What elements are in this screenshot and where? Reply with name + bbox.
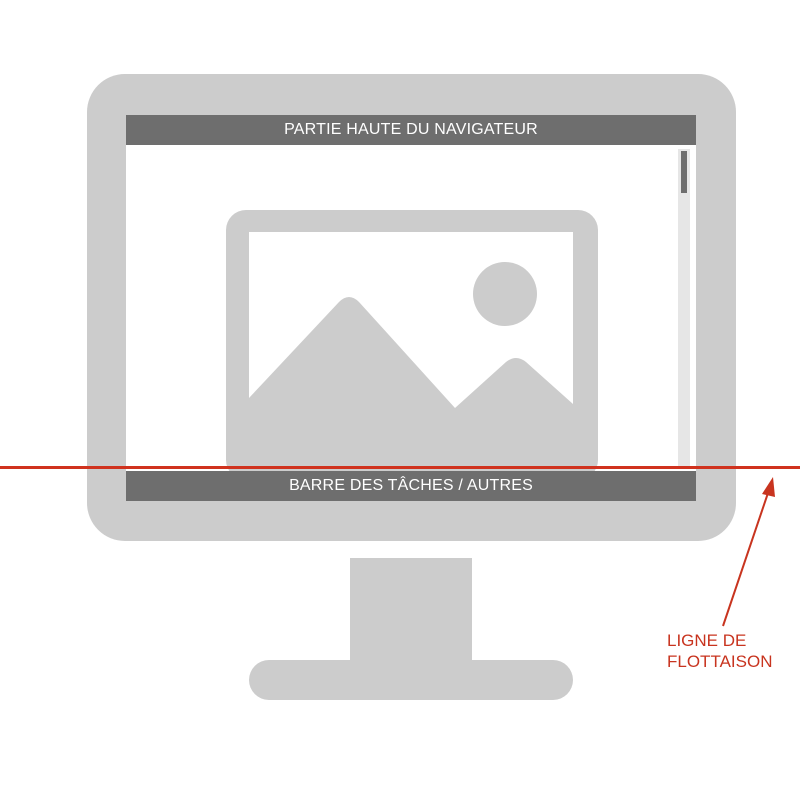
browser-top-bar-label: PARTIE HAUTE DU NAVIGATEUR [284, 121, 538, 138]
monitor-neck [350, 558, 472, 668]
neck-curve-right [472, 620, 512, 660]
taskbar-label: BARRE DES TÂCHES / AUTRES [289, 477, 533, 494]
browser-top-bar: PARTIE HAUTE DU NAVIGATEUR [126, 115, 696, 145]
mountains-shape [249, 297, 573, 480]
browser-screen: PARTIE HAUTE DU NAVIGATEUR BARRE DES TÂC… [126, 115, 696, 501]
scrollbar-thumb[interactable] [681, 151, 687, 193]
scrollbar-track[interactable] [678, 149, 690, 467]
arrow-head [762, 477, 775, 497]
monitor-stand-base [249, 660, 573, 700]
sun-shape [473, 262, 537, 326]
fold-label-line1: LIGNE DE [667, 631, 747, 650]
neck-curve-left [310, 620, 350, 660]
image-placeholder-icon [226, 210, 598, 480]
fold-label: LIGNE DE FLOTTAISON [667, 630, 797, 672]
fold-line [0, 466, 800, 469]
fold-label-line2: FLOTTAISON [667, 652, 773, 671]
taskbar: BARRE DES TÂCHES / AUTRES [126, 471, 696, 501]
